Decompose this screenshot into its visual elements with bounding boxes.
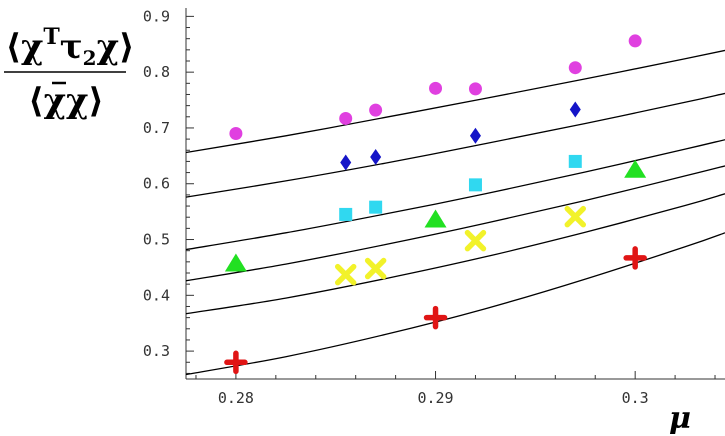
- triangle-marker: [624, 159, 647, 178]
- triangle-marker: [424, 209, 447, 228]
- x-axis-label: μ: [669, 401, 691, 436]
- fit-line-circle: [185, 49, 725, 154]
- plot-area: 0.28 0.29 0.3 0.3 0.4 0.5 0.6 0.7 0.8 0.9: [143, 7, 725, 407]
- circle-marker: [628, 34, 642, 48]
- square-marker: [369, 200, 383, 214]
- circle-marker: [229, 127, 243, 141]
- y-tick-label: 0.4: [143, 286, 170, 304]
- plus-marker: [224, 350, 248, 375]
- circle-marker: [339, 111, 353, 125]
- square-marker: [568, 154, 582, 168]
- y-tick-label: 0.8: [143, 63, 170, 81]
- diamond-marker: [340, 154, 352, 171]
- y-axis-label: ⟨χTτ2χ⟩ ⟨χχ⟩: [4, 24, 135, 121]
- y-tick-label: 0.6: [143, 175, 170, 193]
- x-tick-label: 0.3: [622, 389, 649, 407]
- diamond-marker: [469, 127, 481, 144]
- square-marker: [468, 178, 482, 192]
- fit-line-triangle: [185, 165, 725, 282]
- x-marker: [564, 205, 587, 228]
- x-marker: [364, 257, 387, 280]
- y-label-denominator: ⟨χχ⟩: [28, 81, 104, 121]
- y-label-numerator: ⟨χTτ2χ⟩: [6, 24, 135, 70]
- fit-line-plus: [185, 232, 725, 376]
- y-tick-label: 0.3: [143, 342, 170, 360]
- circle-marker: [369, 103, 383, 117]
- triangle-marker: [224, 253, 247, 272]
- x-marker: [464, 229, 487, 252]
- fit-line-square: [185, 139, 725, 251]
- diamond-marker: [370, 148, 382, 165]
- circle-marker: [429, 81, 443, 95]
- y-tick-label: 0.7: [143, 119, 170, 137]
- plus-marker: [623, 246, 647, 270]
- plus-marker: [423, 305, 448, 330]
- x-marker: [334, 263, 357, 286]
- fit-line-diamond: [185, 92, 725, 198]
- y-tick-label: 0.9: [143, 7, 170, 25]
- fit-line-x: [185, 193, 725, 315]
- x-tick-label: 0.28: [218, 389, 254, 407]
- circle-marker: [468, 82, 482, 96]
- square-marker: [339, 207, 353, 221]
- diamond-marker: [569, 101, 581, 118]
- circle-marker: [568, 61, 582, 75]
- y-tick-label: 0.5: [143, 231, 170, 249]
- x-tick-label: 0.29: [417, 389, 453, 407]
